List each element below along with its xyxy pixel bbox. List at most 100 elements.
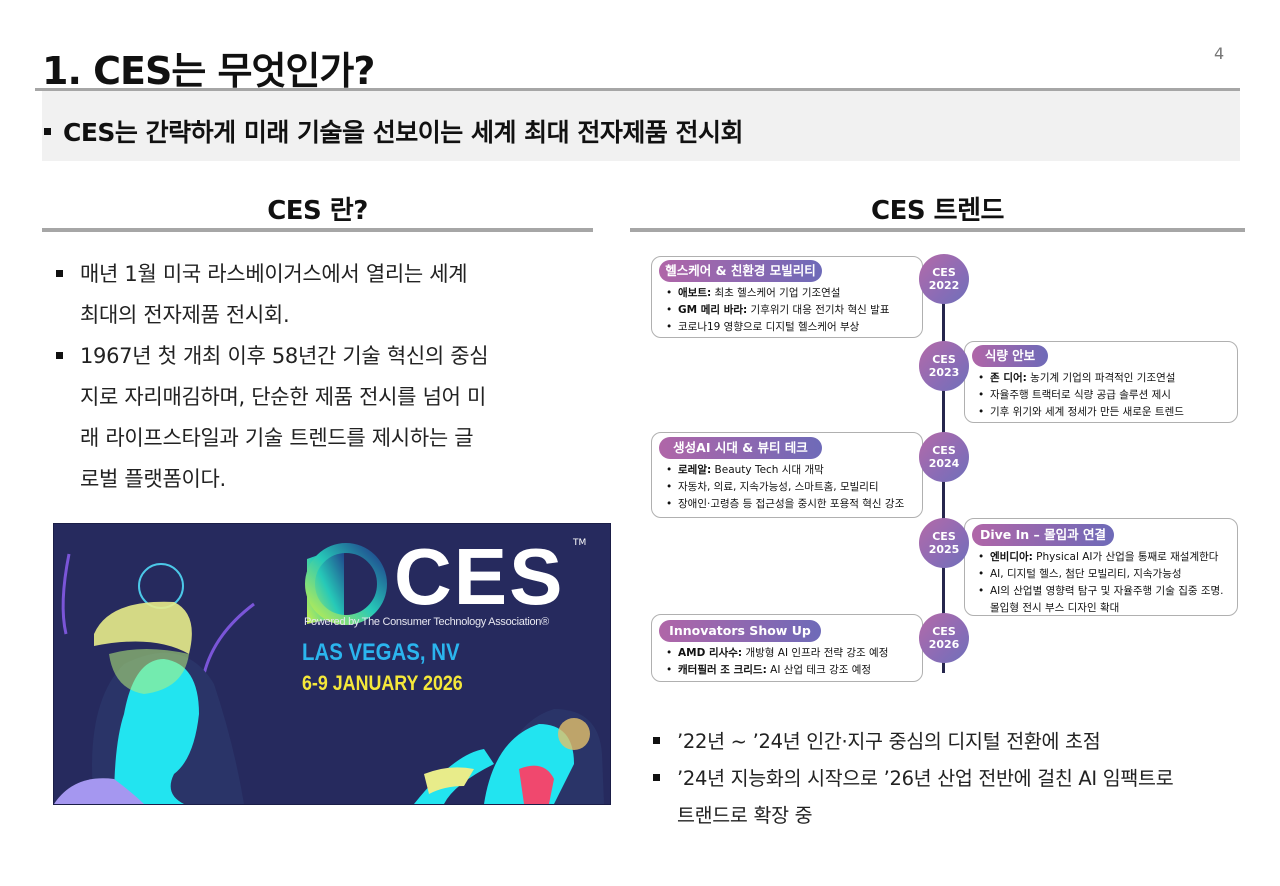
line: 지로 자리매김하며, 단순한 제품 전시를 넘어 미 bbox=[80, 385, 487, 409]
trend-summary-list: ’22년 ~ ’24년 인간·지구 중심의 디지털 전환에 초점 ’24년 지능… bbox=[653, 723, 1263, 834]
bullet-square-icon bbox=[653, 737, 660, 744]
node-label: CES bbox=[932, 530, 956, 543]
item-text: 개방형 AI 인프라 전략 강조 예정 bbox=[742, 647, 889, 659]
node-year: 2025 bbox=[928, 543, 960, 556]
line: 1967년 첫 개최 이후 58년간 기술 혁신의 중심 bbox=[80, 344, 489, 368]
item-text: AI, 디지털 헬스, 첨단 모빌리티, 지속가능성 bbox=[990, 568, 1182, 580]
timeline-pill: 헬스케어 & 친환경 모빌리티 bbox=[659, 260, 822, 282]
bullet-square-icon bbox=[44, 127, 51, 135]
list-item: 자동차, 의료, 지속가능성, 스마트홈, 모빌리티 bbox=[666, 479, 904, 496]
node-label: CES bbox=[932, 625, 956, 638]
node-year: 2022 bbox=[928, 279, 960, 292]
timeline-pill: 생성AI 시대 & 뷰티 테크 bbox=[659, 437, 822, 459]
list-item: 1967년 첫 개최 이후 58년간 기술 혁신의 중심 지로 자리매김하며, … bbox=[56, 336, 596, 500]
section-heading-right: CES 트렌드 bbox=[871, 196, 1004, 226]
item-text: 장애인·고령층 등 접근성을 중시한 포용적 혁신 강조 bbox=[678, 498, 905, 510]
bullet-square-icon bbox=[653, 774, 660, 781]
list-item: 자율주행 트랙터로 식량 공급 솔루션 제시 bbox=[978, 387, 1184, 404]
item-text: 자율주행 트랙터로 식량 공급 솔루션 제시 bbox=[990, 389, 1171, 401]
list-item: 애보트: 최초 헬스케어 기업 기조연설 bbox=[666, 285, 890, 302]
list-item: 캐터필러 조 크리드: AI 산업 테크 강조 예정 bbox=[666, 662, 888, 679]
timeline-card-2026: Innovators Show Up AMD 리사수: 개방형 AI 인프라 전… bbox=[651, 614, 923, 682]
item-text: 자동차, 의료, 지속가능성, 스마트홈, 모빌리티 bbox=[678, 481, 879, 493]
subtitle-text: CES는 간략하게 미래 기술을 선보이는 세계 최대 전자제품 전시회 bbox=[63, 118, 744, 147]
node-label: CES bbox=[932, 266, 956, 279]
item-bold: 애보트: bbox=[678, 287, 712, 299]
page-title: 1. CES는 무엇인가? bbox=[42, 49, 375, 93]
line: 트랜드로 확장 중 bbox=[677, 804, 813, 827]
timeline-pill: Innovators Show Up bbox=[659, 620, 821, 642]
item-text: Beauty Tech 시대 개막 bbox=[711, 464, 824, 476]
line: ’24년 지능화의 시작으로 ’26년 산업 전반에 걸친 AI 임팩트로 bbox=[677, 767, 1174, 790]
page-number: 4 bbox=[1214, 44, 1225, 63]
item-bold: 로레알: bbox=[678, 464, 712, 476]
timeline-pill: Dive In – 몰입과 연결 bbox=[972, 524, 1114, 546]
location-text: LAS VEGAS, NV bbox=[302, 639, 460, 666]
item-text: Physical AI가 산업을 통째로 재설계한다 bbox=[1032, 551, 1219, 563]
line: 로벌 플랫폼이다. bbox=[80, 467, 226, 491]
poster-illustration-icon bbox=[54, 543, 604, 804]
node-label: CES bbox=[932, 444, 956, 457]
ces-2026-poster: CES TM Powered by The Consumer Technolog… bbox=[53, 523, 611, 805]
item-text: 최초 헬스케어 기업 기조연설 bbox=[711, 287, 841, 299]
item-bold: AMD 리사수: bbox=[678, 647, 743, 659]
item-text: AI 산업 테크 강조 예정 bbox=[766, 664, 872, 676]
timeline-card-2024: 생성AI 시대 & 뷰티 테크 로레알: Beauty Tech 시대 개막 자… bbox=[651, 432, 923, 518]
item-bold: GM 메리 바라: bbox=[678, 304, 748, 316]
list-item: 매년 1월 미국 라스베이거스에서 열리는 세계 최대의 전자제품 전시회. bbox=[56, 254, 596, 336]
subtitle-bar bbox=[42, 91, 1240, 161]
list-item: 기후 위기와 세계 정세가 만든 새로운 트렌드 bbox=[978, 404, 1184, 421]
list-item: ’22년 ~ ’24년 인간·지구 중심의 디지털 전환에 초점 bbox=[653, 723, 1263, 760]
left-bullet-list: 매년 1월 미국 라스베이거스에서 열리는 세계 최대의 전자제품 전시회. 1… bbox=[56, 254, 596, 500]
list-item: 로레알: Beauty Tech 시대 개막 bbox=[666, 462, 904, 479]
line: 래 라이프스타일과 기술 트렌드를 제시하는 글 bbox=[80, 426, 474, 450]
node-label: CES bbox=[932, 353, 956, 366]
list-item: AI, 디지털 헬스, 첨단 모빌리티, 지속가능성 bbox=[978, 566, 1224, 583]
trademark-mark: TM bbox=[573, 538, 587, 548]
list-item-continuation: 몰입형 전시 부스 디자인 확대 bbox=[978, 600, 1224, 617]
section-heading-left: CES 란? bbox=[267, 196, 368, 226]
item-text: 코로나19 영향으로 디지털 헬스케어 부상 bbox=[678, 321, 860, 333]
timeline-card-2023: 식량 안보 존 디어: 농기계 기업의 파격적인 기조연설 자율주행 트랙터로 … bbox=[964, 341, 1238, 423]
list-item: 존 디어: 농기계 기업의 파격적인 기조연설 bbox=[978, 370, 1184, 387]
item-bold: 캐터필러 조 크리드: bbox=[678, 664, 767, 676]
item-text: 기후위기 대응 전기차 혁신 발표 bbox=[747, 304, 890, 316]
section-divider-left bbox=[42, 228, 593, 232]
subtitle: CES는 간략하게 미래 기술을 선보이는 세계 최대 전자제품 전시회 bbox=[44, 113, 744, 149]
node-year: 2023 bbox=[928, 366, 960, 379]
list-item: AMD 리사수: 개방형 AI 인프라 전략 강조 예정 bbox=[666, 645, 888, 662]
ces-logo-text: CES bbox=[394, 532, 565, 621]
item-text: 기후 위기와 세계 정세가 만든 새로운 트렌드 bbox=[990, 406, 1184, 418]
timeline-card-2025: Dive In – 몰입과 연결 엔비디아: Physical AI가 산업을 … bbox=[964, 518, 1238, 616]
list-item: 엔비디아: Physical AI가 산업을 통째로 재설계한다 bbox=[978, 549, 1224, 566]
item-text: 몰입형 전시 부스 디자인 확대 bbox=[990, 602, 1120, 614]
timeline-card-2022: 헬스케어 & 친환경 모빌리티 애보트: 최초 헬스케어 기업 기조연설 GM … bbox=[651, 256, 923, 338]
list-item: AI의 산업별 영향력 탐구 및 자율주행 기술 집중 조명. bbox=[978, 583, 1224, 600]
item-bold: 엔비디아: bbox=[990, 551, 1033, 563]
powered-by-text: Powered by The Consumer Technology Assoc… bbox=[304, 616, 549, 628]
list-item: ’24년 지능화의 시작으로 ’26년 산업 전반에 걸친 AI 임팩트로 트랜… bbox=[653, 760, 1263, 834]
timeline-pill: 식량 안보 bbox=[972, 345, 1048, 367]
bullet-square-icon bbox=[56, 270, 63, 277]
item-bold: 존 디어: bbox=[990, 372, 1027, 384]
bullet-square-icon bbox=[56, 352, 63, 359]
title-divider bbox=[35, 88, 1240, 91]
line: 매년 1월 미국 라스베이거스에서 열리는 세계 bbox=[80, 262, 468, 286]
list-item: 코로나19 영향으로 디지털 헬스케어 부상 bbox=[666, 319, 890, 336]
line: 최대의 전자제품 전시회. bbox=[80, 303, 290, 327]
dates-text: 6-9 JANUARY 2026 bbox=[302, 672, 463, 695]
item-text: 농기계 기업의 파격적인 기조연설 bbox=[1026, 372, 1176, 384]
timeline-line bbox=[942, 298, 945, 673]
node-year: 2024 bbox=[928, 457, 960, 470]
list-item: 장애인·고령층 등 접근성을 중시한 포용적 혁신 강조 bbox=[666, 496, 904, 513]
node-year: 2026 bbox=[928, 638, 960, 651]
line: ’22년 ~ ’24년 인간·지구 중심의 디지털 전환에 초점 bbox=[677, 730, 1101, 753]
section-divider-right bbox=[630, 228, 1245, 232]
item-text: AI의 산업별 영향력 탐구 및 자율주행 기술 집중 조명. bbox=[990, 585, 1224, 597]
list-item: GM 메리 바라: 기후위기 대응 전기차 혁신 발표 bbox=[666, 302, 890, 319]
